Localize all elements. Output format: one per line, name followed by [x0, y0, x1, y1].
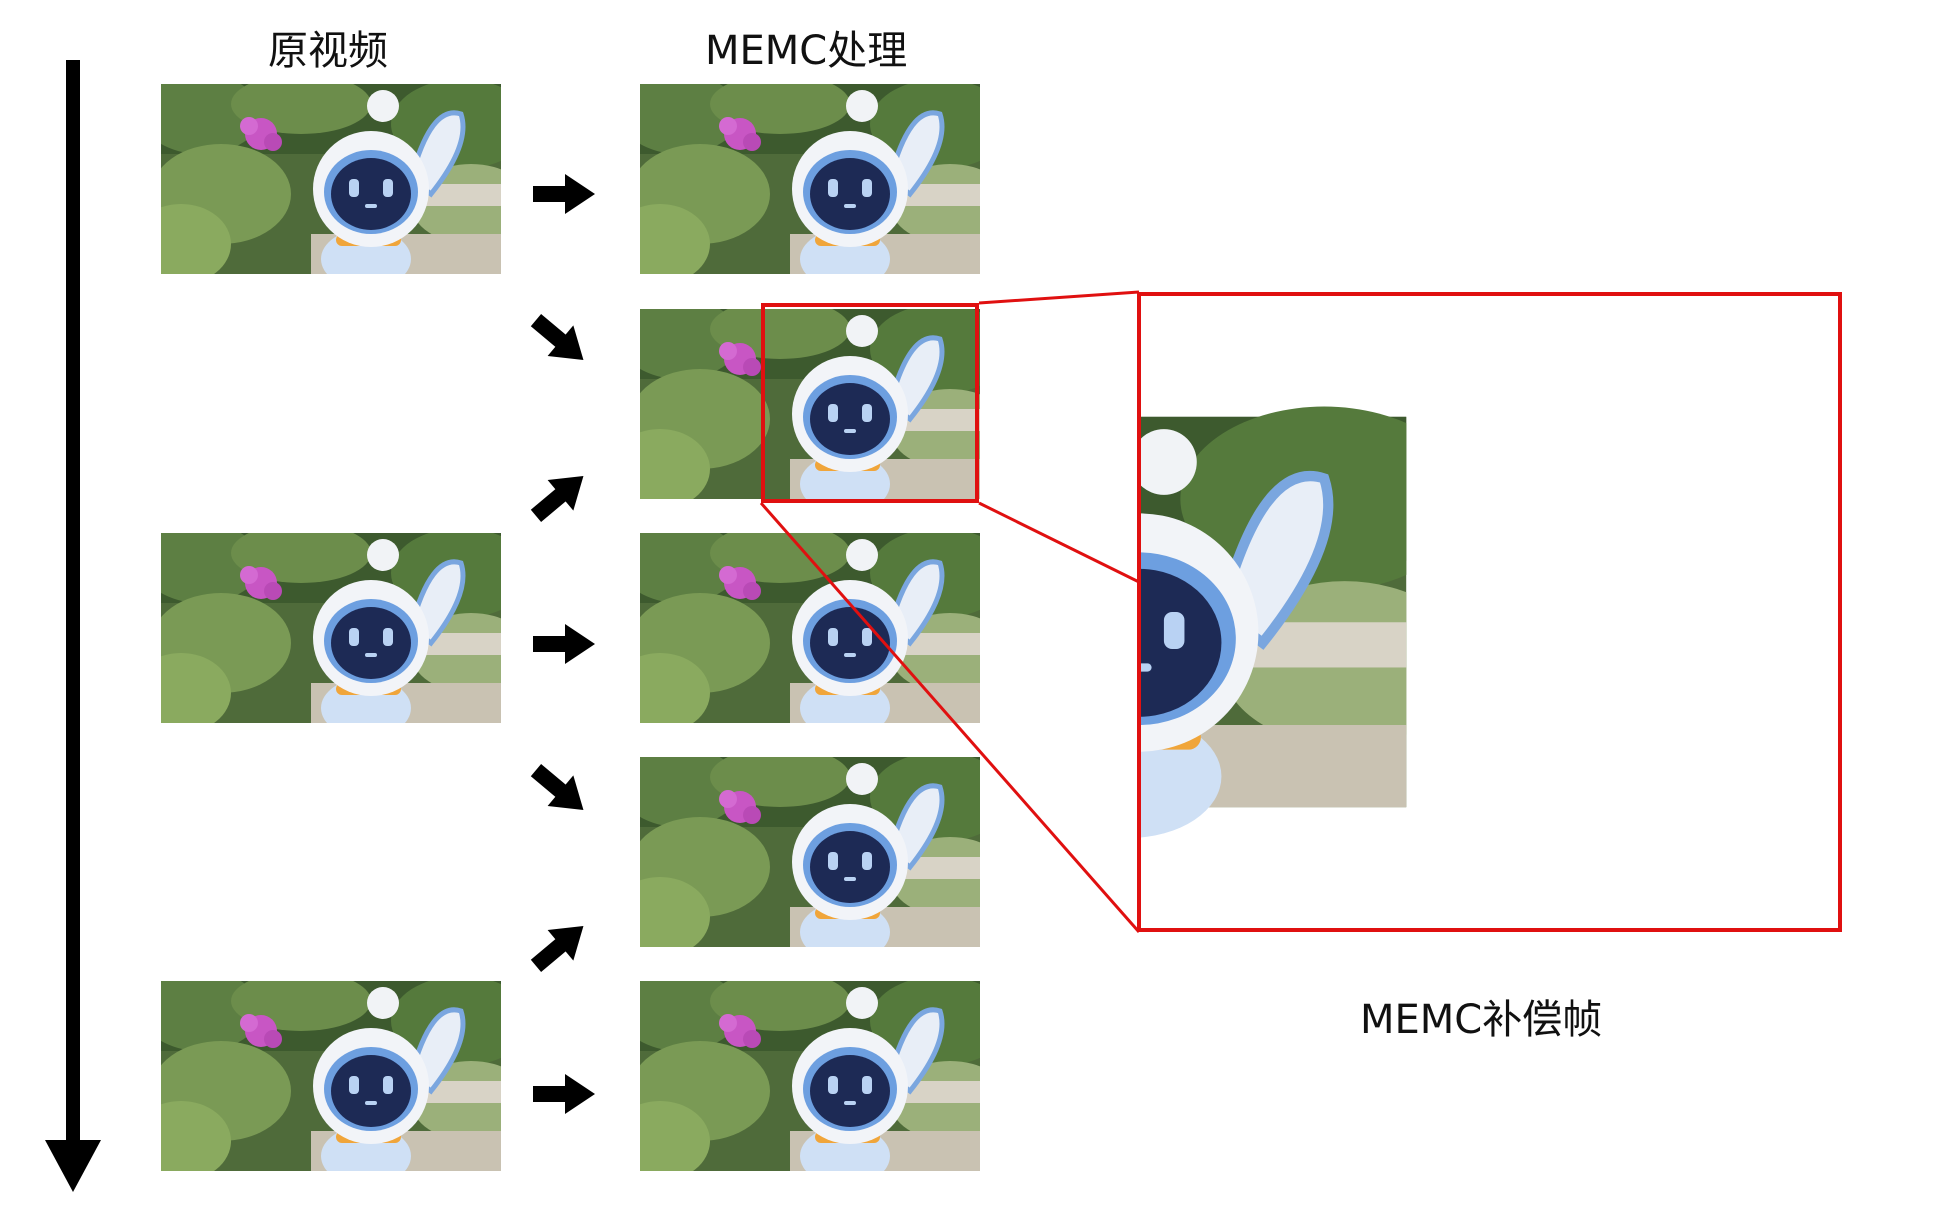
arrow-right-2: [533, 624, 595, 664]
arrow-down-right-1: [530, 314, 584, 360]
arrow-down-right-2: [530, 764, 584, 810]
original-video-title: 原视频: [268, 28, 388, 74]
memc-compensated-frame-caption: MEMC补偿帧: [1360, 997, 1603, 1043]
memc-compensated-frame-zoom: [1137, 292, 1842, 932]
arrow-up-right-1: [530, 476, 584, 522]
interpolated-frame-highlight: [761, 303, 979, 503]
memc-processing-title: MEMC处理: [705, 28, 908, 74]
zoom-connector-lines: [759, 290, 1141, 933]
arrow-up-right-2: [530, 926, 584, 972]
arrow-right-1: [533, 174, 595, 214]
flow-arrows: [530, 174, 595, 1114]
arrow-right-3: [533, 1074, 595, 1114]
